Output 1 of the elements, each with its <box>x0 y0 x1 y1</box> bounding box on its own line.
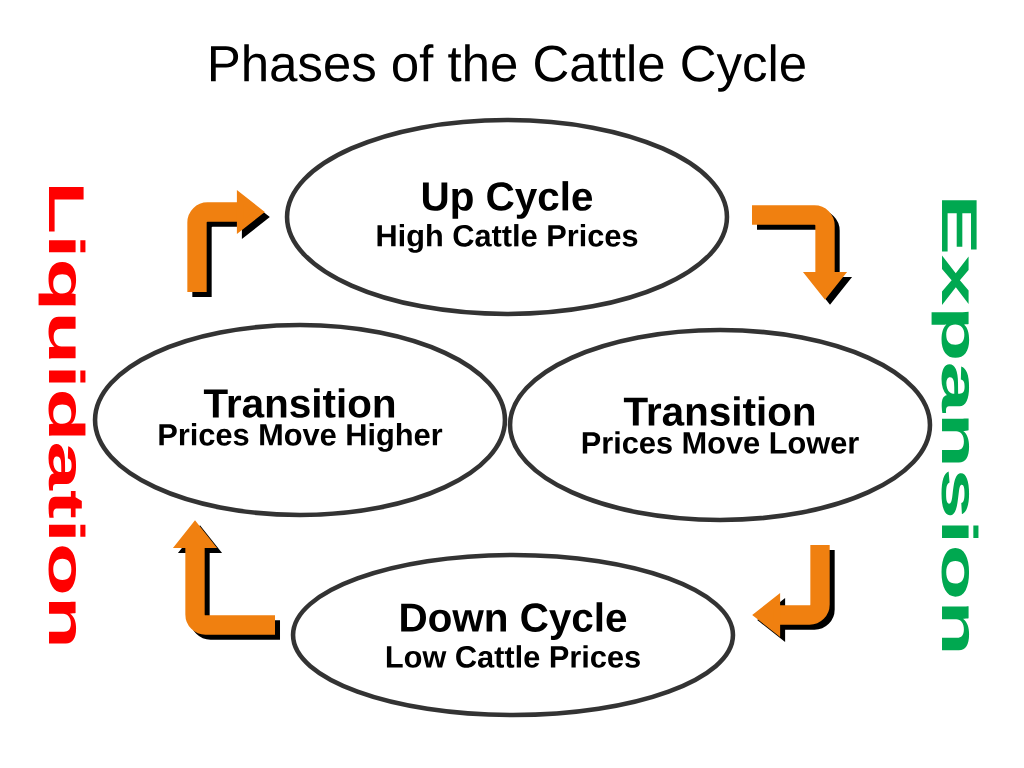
title: Phases of the Cattle Cycle <box>211 44 805 92</box>
